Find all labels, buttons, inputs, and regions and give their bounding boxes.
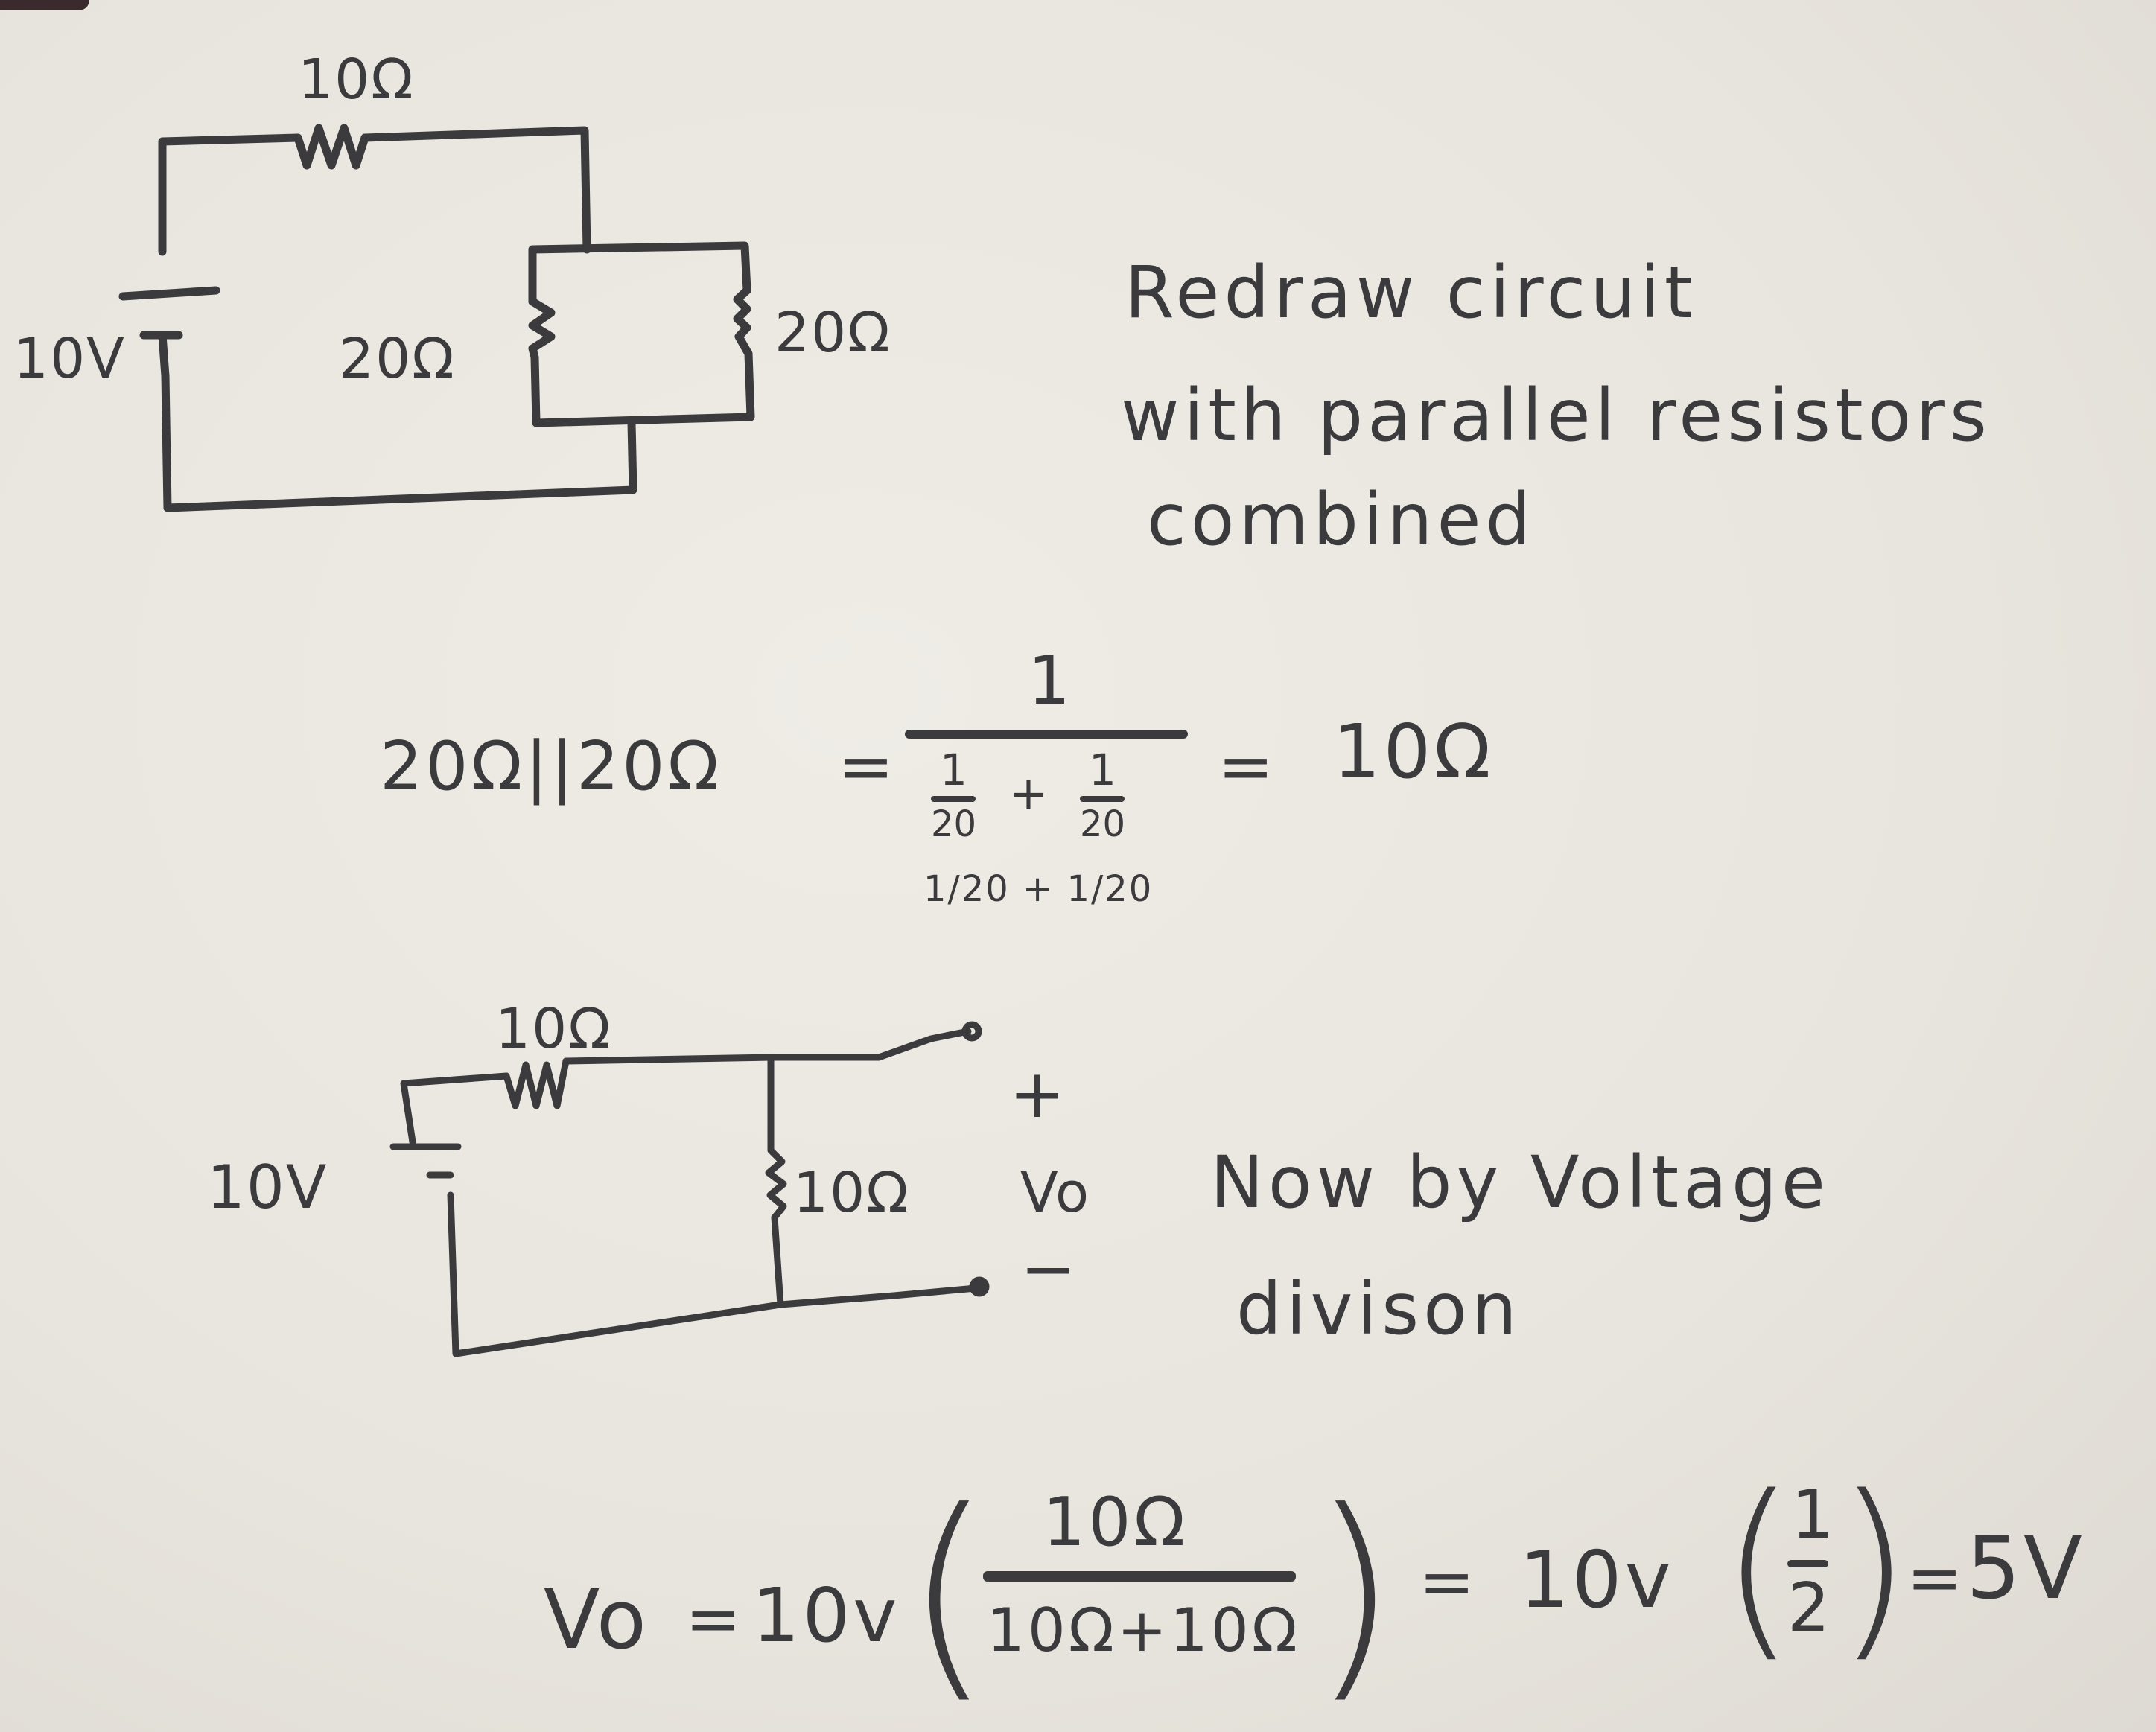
minus-terminal-sign: − bbox=[1020, 1230, 1080, 1308]
parallel-resistor-left-zigzag bbox=[528, 297, 556, 362]
term1-denominator: 20 bbox=[931, 803, 977, 845]
half-fraction-bar bbox=[1787, 1560, 1828, 1567]
output-terminal-positive bbox=[961, 1021, 982, 1042]
half-numerator: 1 bbox=[1791, 1476, 1837, 1554]
source-voltage-label: 10V bbox=[13, 327, 126, 391]
note-voltage-division-line1: Now by Voltage bbox=[1210, 1141, 1830, 1224]
term2-numerator: 1 bbox=[1089, 745, 1116, 795]
series-resistor-zigzag bbox=[293, 124, 369, 170]
wire bbox=[447, 1191, 979, 1357]
wire bbox=[771, 1214, 784, 1308]
term1-bar bbox=[931, 796, 976, 802]
term2-denominator: 20 bbox=[1080, 803, 1126, 845]
output-terminal-negative bbox=[969, 1276, 990, 1297]
parallel-resistor-right-label: 20Ω bbox=[775, 301, 891, 365]
denominator-text: 1/20 + 1/20 bbox=[923, 868, 1154, 910]
plus-terminal-sign: + bbox=[1009, 1055, 1069, 1133]
half-denominator: 2 bbox=[1787, 1569, 1834, 1647]
series-resistor-label: 10Ω bbox=[298, 48, 415, 112]
term2-bar bbox=[1080, 796, 1125, 802]
note-voltage-division-line2: divison bbox=[1236, 1267, 1521, 1351]
divider-fraction-bar bbox=[983, 1571, 1296, 1582]
wire bbox=[158, 133, 302, 256]
note-redraw-line1: Redraw circuit bbox=[1125, 251, 1697, 334]
divider-numerator: 10Ω bbox=[1043, 1483, 1189, 1561]
shunt-resistor-zigzag bbox=[765, 1147, 787, 1221]
series-resistor-label-2: 10Ω bbox=[495, 997, 612, 1061]
equals-sign-5: = bbox=[1907, 1539, 1966, 1617]
page-corner-shadow bbox=[0, 0, 89, 10]
wire bbox=[562, 1028, 972, 1065]
note-redraw-line2: with parallel resistors bbox=[1121, 374, 1991, 457]
equals-sign-4: = bbox=[1419, 1543, 1478, 1621]
left-parenthesis: ( bbox=[905, 1463, 993, 1723]
wire bbox=[400, 1072, 510, 1150]
term1-numerator: 1 bbox=[940, 745, 967, 795]
note-redraw-line3: combined bbox=[1147, 478, 1536, 561]
parallel-resistor-right-zigzag bbox=[733, 286, 753, 358]
parallel-resistor-left-label: 20Ω bbox=[339, 327, 456, 391]
equals-sign-3: = bbox=[685, 1580, 745, 1658]
right-parenthesis: ) bbox=[1311, 1463, 1399, 1723]
left-parenthesis-2: ( bbox=[1720, 1455, 1796, 1680]
fraction-numerator: 1 bbox=[1028, 642, 1074, 720]
equals-sign: = bbox=[838, 727, 897, 806]
series-resistor-zigzag bbox=[503, 1057, 570, 1109]
plus-sign: + bbox=[1009, 766, 1048, 821]
source-voltage-label-2: 10V bbox=[207, 1153, 328, 1222]
fraction-bar bbox=[905, 730, 1188, 739]
equals-sign-2: = bbox=[1218, 727, 1277, 806]
shunt-resistor-label: 10Ω bbox=[793, 1161, 910, 1225]
parallel-result: 10Ω bbox=[1333, 708, 1494, 795]
divider-denominator: 10Ω+10Ω bbox=[987, 1596, 1300, 1665]
battery-long-plate bbox=[118, 286, 220, 301]
final-result: 5V bbox=[1966, 1519, 2085, 1619]
parallel-expression: 20Ω||20Ω bbox=[380, 727, 722, 806]
output-voltage-symbol: Vo bbox=[544, 1572, 650, 1667]
wire bbox=[158, 331, 170, 381]
fraction-denominator: 1 20 + 1 20 bbox=[931, 748, 1177, 853]
wire bbox=[530, 349, 755, 427]
wire bbox=[161, 372, 637, 512]
wire bbox=[360, 126, 591, 254]
source-coefficient-2: 10v bbox=[1519, 1535, 1674, 1626]
right-parenthesis-2: ) bbox=[1836, 1455, 1912, 1680]
output-voltage-label: Vo bbox=[1020, 1161, 1091, 1225]
source-coefficient: 10v bbox=[752, 1572, 900, 1659]
